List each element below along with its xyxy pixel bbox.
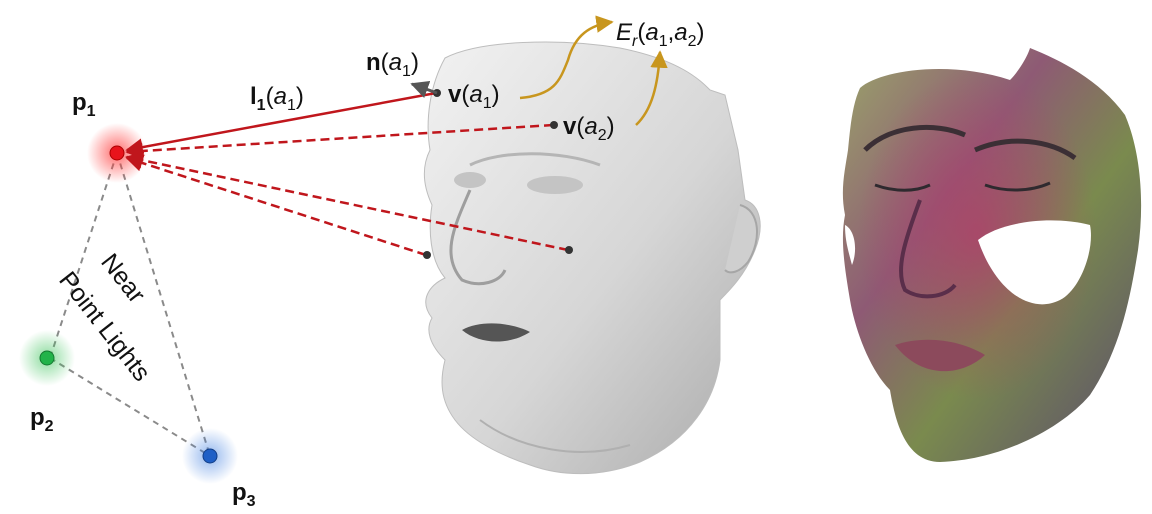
normal-arrow: [410, 81, 438, 98]
label-p2: p2: [30, 404, 54, 435]
light-ray-dashed-1: [125, 123, 554, 160]
vertex-cheek: [565, 246, 573, 254]
label-near: Near: [95, 248, 150, 308]
label-vertex-a1: v(a1): [448, 81, 500, 112]
light-point-p3: [202, 448, 218, 464]
label-normal: n(a1): [366, 49, 419, 80]
label-vertex-a2: v(a2): [563, 113, 615, 144]
textured-face-icon: [842, 48, 1142, 462]
label-p1: p1: [72, 89, 96, 120]
label-light-vector: l1(a1): [250, 83, 304, 114]
light-point-p2: [39, 350, 55, 366]
vertex-a2: [550, 121, 558, 129]
energy-arrow-1: [519, 15, 614, 100]
light-triangle: [49, 152, 211, 457]
vertex-nose: [423, 251, 431, 259]
label-p3: p3: [232, 479, 256, 510]
energy-arrow-2: [635, 50, 668, 126]
light-ray-dashed-3: [125, 151, 569, 252]
light-ray-dashed-2: [125, 154, 427, 257]
label-energy: Er(a1,a2): [616, 19, 705, 50]
head-mesh-icon: [423, 41, 761, 475]
light-point-p1: [109, 145, 125, 161]
light-ray-solid: [125, 91, 437, 156]
